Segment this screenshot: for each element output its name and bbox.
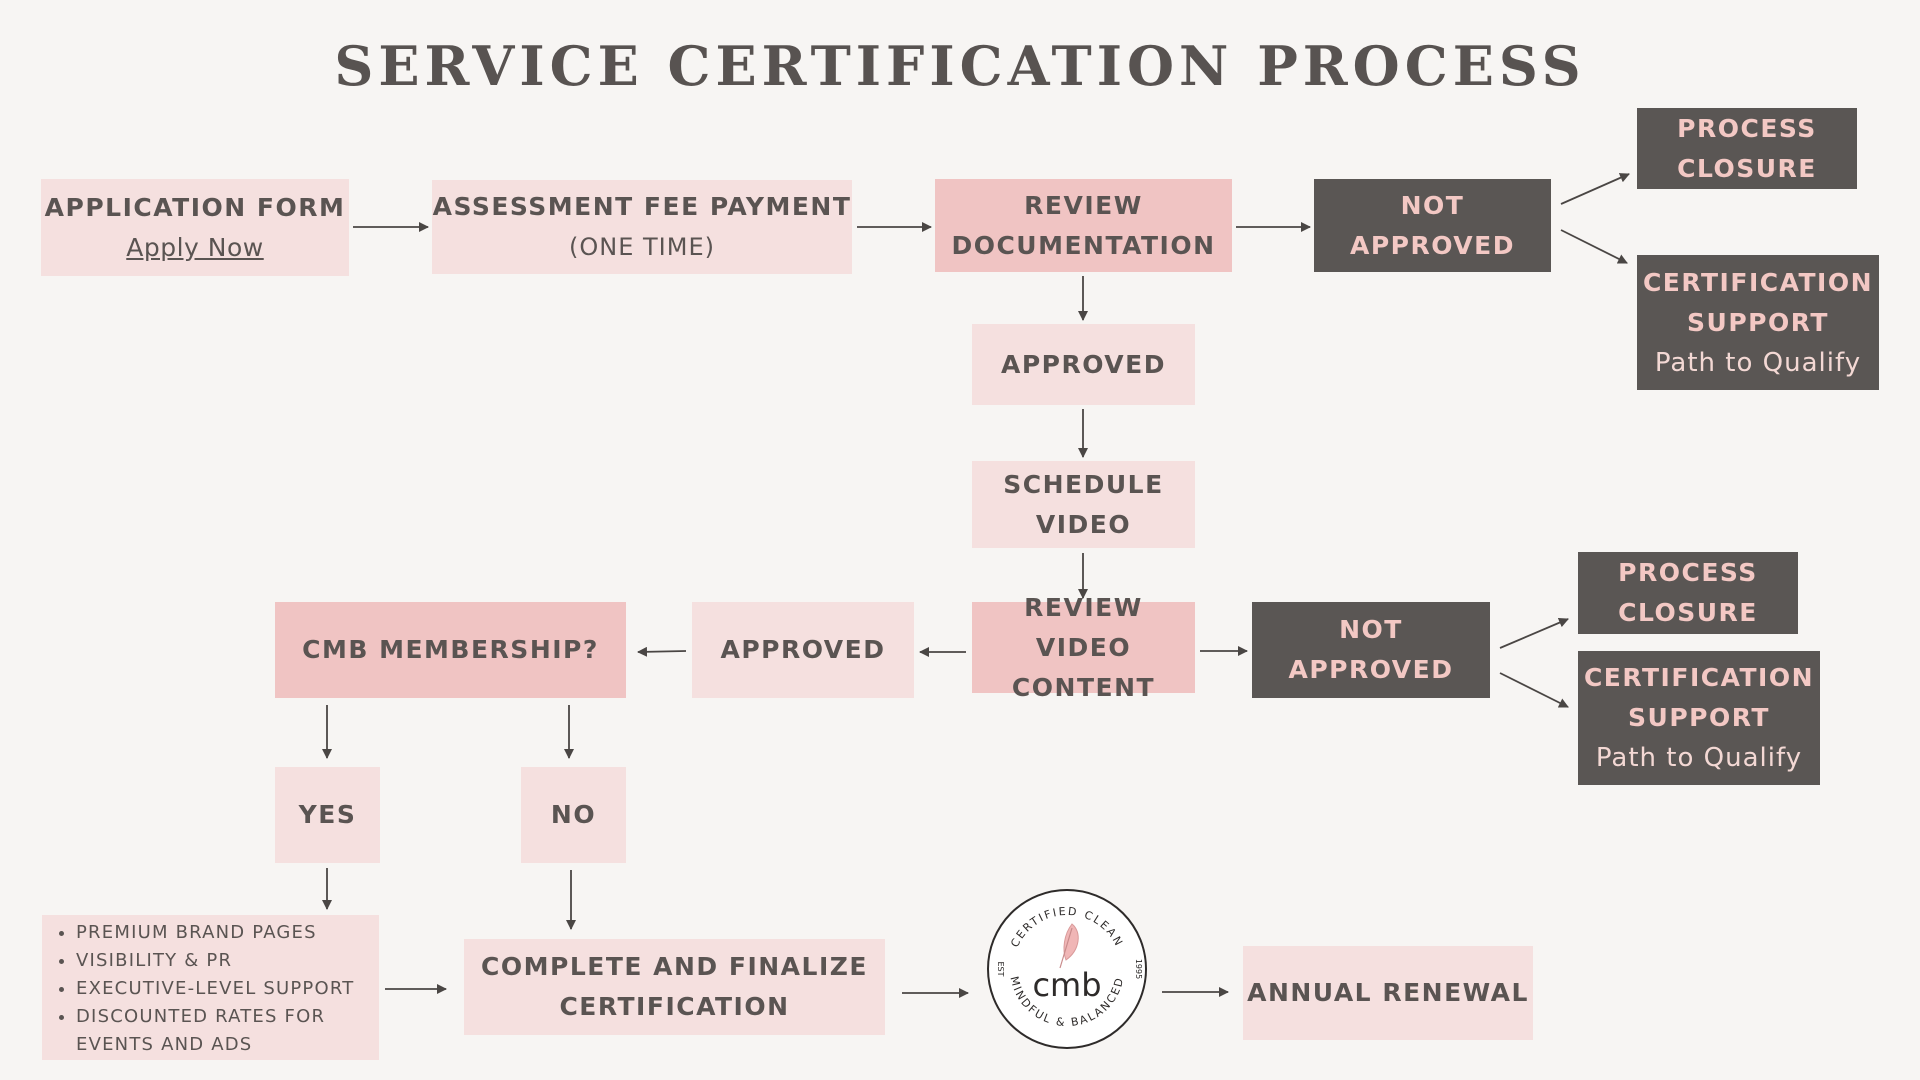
process-closure-line1-1: PROCESS	[1677, 113, 1817, 143]
certification-support-line1-1: CERTIFICATION	[1642, 267, 1874, 297]
schedule-video-line1: SCHEDULE	[1003, 469, 1164, 499]
review-documentation-line1: REVIEW	[1024, 190, 1143, 220]
benefit-item: VISIBILITY & PR	[76, 947, 371, 975]
arrow-to-process-closure-2	[1499, 617, 1569, 649]
cmb-membership-label: CMB MEMBERSHIP?	[302, 635, 599, 664]
not-approved-label-2: NOT APPROVED	[1288, 615, 1454, 684]
certification-support-node-2: CERTIFICATION SUPPORT Path to Qualify	[1578, 651, 1820, 785]
feather-icon	[1059, 923, 1079, 969]
page-title: SERVICE CERTIFICATION PROCESS	[334, 34, 1586, 98]
review-documentation-node: REVIEW DOCUMENTATION	[935, 179, 1232, 272]
complete-finalize-node: COMPLETE AND FINALIZE CERTIFICATION	[464, 939, 885, 1035]
yes-node: YES	[275, 767, 380, 863]
approved-node-2: APPROVED	[692, 602, 914, 698]
process-closure-line2-2: CLOSURE	[1618, 598, 1758, 627]
certification-support-line1-2: CERTIFICATION	[1583, 663, 1815, 692]
arrow-approved-to-membership	[637, 646, 687, 657]
approved-label-2: APPROVED	[720, 635, 886, 664]
assessment-fee-label: ASSESSMENT FEE PAYMENT	[432, 192, 852, 221]
membership-benefits-list: PREMIUM BRAND PAGES VISIBILITY & PR EXEC…	[42, 915, 379, 1060]
process-closure-node-1: PROCESS CLOSURE	[1637, 108, 1857, 189]
review-documentation-line2: DOCUMENTATION	[951, 230, 1216, 260]
complete-finalize-line2: CERTIFICATION	[559, 992, 790, 1021]
process-closure-line1-2: PROCESS	[1618, 558, 1758, 587]
certification-support-line2-2: SUPPORT	[1628, 703, 1770, 732]
yes-label: YES	[298, 800, 357, 829]
schedule-video-node: SCHEDULE VIDEO	[972, 461, 1195, 548]
assessment-fee-sub: (ONE TIME)	[569, 233, 715, 261]
apply-now-link[interactable]: Apply Now	[126, 232, 264, 262]
benefit-item: DISCOUNTED RATES FOR EVENTS AND ADS	[76, 1003, 371, 1059]
logo-left-text: EST	[996, 961, 1005, 976]
review-video-line2: VIDEO CONTENT	[1011, 632, 1156, 702]
benefit-item: EXECUTIVE-LEVEL SUPPORT	[76, 975, 371, 1003]
certification-support-node-1: CERTIFICATION SUPPORT Path to Qualify	[1637, 255, 1879, 390]
logo-right-text: 1995	[1134, 959, 1143, 979]
benefit-item: PREMIUM BRAND PAGES	[76, 919, 371, 947]
certification-support-sub-1: Path to Qualify	[1654, 347, 1862, 378]
logo-center-text: cmb	[1032, 966, 1101, 1004]
no-label: NO	[550, 800, 597, 829]
process-closure-node-2: PROCESS CLOSURE	[1578, 552, 1798, 634]
schedule-video-line2: VIDEO	[1035, 509, 1132, 539]
assessment-fee-node: ASSESSMENT FEE PAYMENT (ONE TIME)	[432, 180, 852, 274]
not-approved-label-1: NOT APPROVED	[1349, 190, 1515, 260]
no-node: NO	[521, 767, 626, 863]
application-form-node: APPLICATION FORM Apply Now	[41, 179, 349, 276]
approved-node-1: APPROVED	[972, 324, 1195, 405]
not-approved-node-1: NOT APPROVED	[1314, 179, 1551, 272]
complete-finalize-line1: COMPLETE AND FINALIZE	[481, 952, 868, 981]
annual-renewal-label: ANNUAL RENEWAL	[1247, 978, 1529, 1007]
not-approved-node-2: NOT APPROVED	[1252, 602, 1490, 698]
annual-renewal-node: ANNUAL RENEWAL	[1243, 946, 1533, 1040]
arrow-to-process-closure-1	[1560, 173, 1630, 205]
certification-support-sub-2: Path to Qualify	[1595, 743, 1803, 773]
approved-label-1: APPROVED	[1000, 349, 1166, 379]
arrow-to-certification-support-1	[1560, 229, 1628, 264]
arrow-to-certification-support-2	[1499, 672, 1569, 708]
application-form-label: APPLICATION FORM	[44, 192, 346, 222]
process-closure-line2-1: CLOSURE	[1677, 153, 1817, 183]
certification-support-line2-1: SUPPORT	[1687, 307, 1829, 337]
cmb-membership-node: CMB MEMBERSHIP?	[275, 602, 626, 698]
cmb-logo-seal: CERTIFIED CLEAN MINDFUL & BALANCED EST 1…	[987, 889, 1147, 1049]
